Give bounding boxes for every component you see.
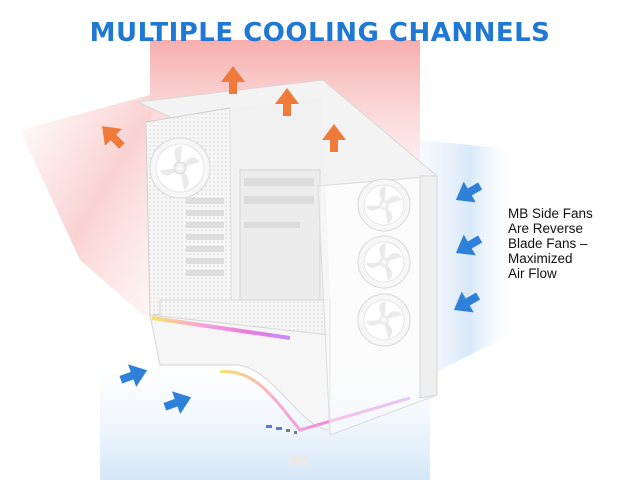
front-fan-3 (357, 293, 411, 347)
annotation-line: Blade Fans – (508, 236, 588, 251)
arrow-left-down-icon (163, 391, 192, 414)
arrow-up-right-icon (322, 124, 346, 152)
rgb-strip (151, 316, 291, 340)
front-fan-1 (357, 178, 411, 232)
arrow-left-down-icon (453, 291, 481, 313)
arrow-up-right-icon (275, 88, 299, 116)
psu-shroud (149, 314, 331, 431)
rear-fan (149, 137, 211, 199)
annotation-line: Air Flow (508, 266, 557, 281)
arrow-left-down-icon (455, 234, 483, 256)
front-fan-2 (357, 235, 411, 289)
intake-arrows (119, 181, 483, 414)
annotation-line: MB Side Fans (508, 206, 593, 221)
annotation-line: Maximized (508, 251, 573, 266)
front-io-ports (266, 425, 297, 434)
page-title: MULTIPLE COOLING CHANNELS (89, 18, 551, 48)
arrow-left-down-icon (119, 364, 148, 387)
annotation-line: Are Reverse (508, 221, 584, 236)
arrow-up-right-icon (221, 66, 245, 94)
arrow-left-down-icon (455, 181, 483, 203)
motherboard-tray (186, 169, 321, 301)
fan-annotation: MB Side Fans Are Reverse Blade Fans – Ma… (508, 206, 628, 281)
